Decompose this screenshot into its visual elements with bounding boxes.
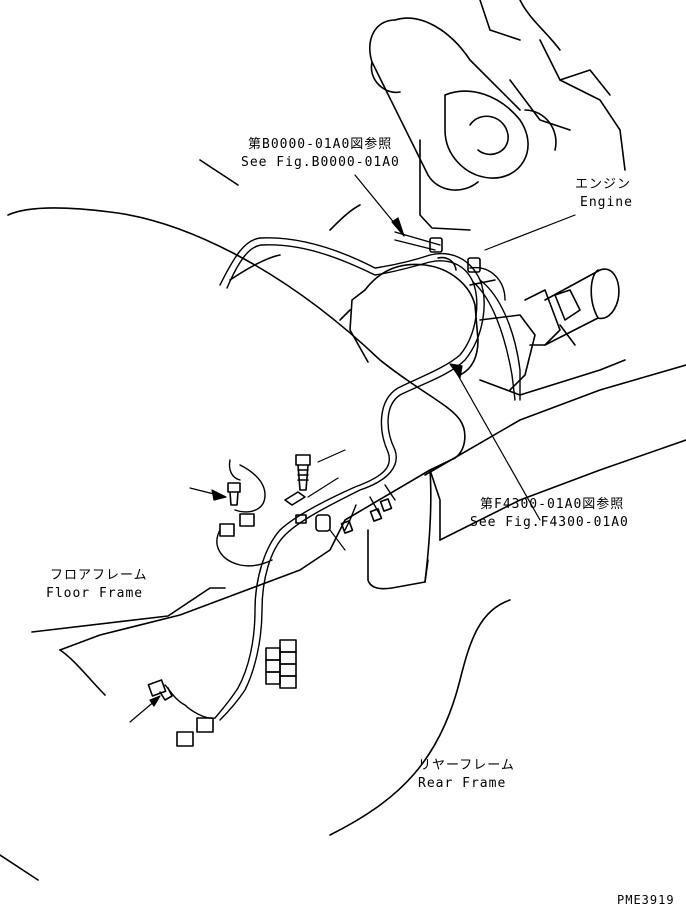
leader-lines [129,174,576,723]
ref-b0000-jp-label: 第B0000-01A0図参照 [248,137,393,152]
connector-block [265,639,297,689]
ref-b0000-en-label: See Fig.B0000-01A0 [241,155,400,170]
connectors [176,498,393,747]
engine-en-label: Engine [580,195,633,210]
floor-frame-jp-label: フロアフレーム [50,568,148,583]
bolt-lower [147,679,173,701]
floor-frame-drawing [7,159,466,696]
rear-frame-en-label: Rear Frame [418,776,507,791]
engine-jp-label: エンジン [575,177,632,192]
rear-frame-drawing [0,359,686,881]
engine-exhaust-drawing [368,0,626,231]
transmission-housing-drawing [339,263,536,391]
floor-frame-en-label: Floor Frame [46,586,144,601]
starter-motor-drawing [524,268,620,346]
bolt-upper [295,454,311,491]
drawing-code-label: PME3919 [617,893,675,907]
wiring-harness-main [164,231,521,721]
ref-f4300-jp-label: 第F4300-01A0図参照 [480,497,625,512]
harness-clamps [284,237,481,532]
ref-f4300-en-label: See Fig.F4300-01A0 [470,515,629,530]
rear-frame-jp-label: リヤーフレーム [418,758,515,773]
bolt-left [227,482,241,506]
